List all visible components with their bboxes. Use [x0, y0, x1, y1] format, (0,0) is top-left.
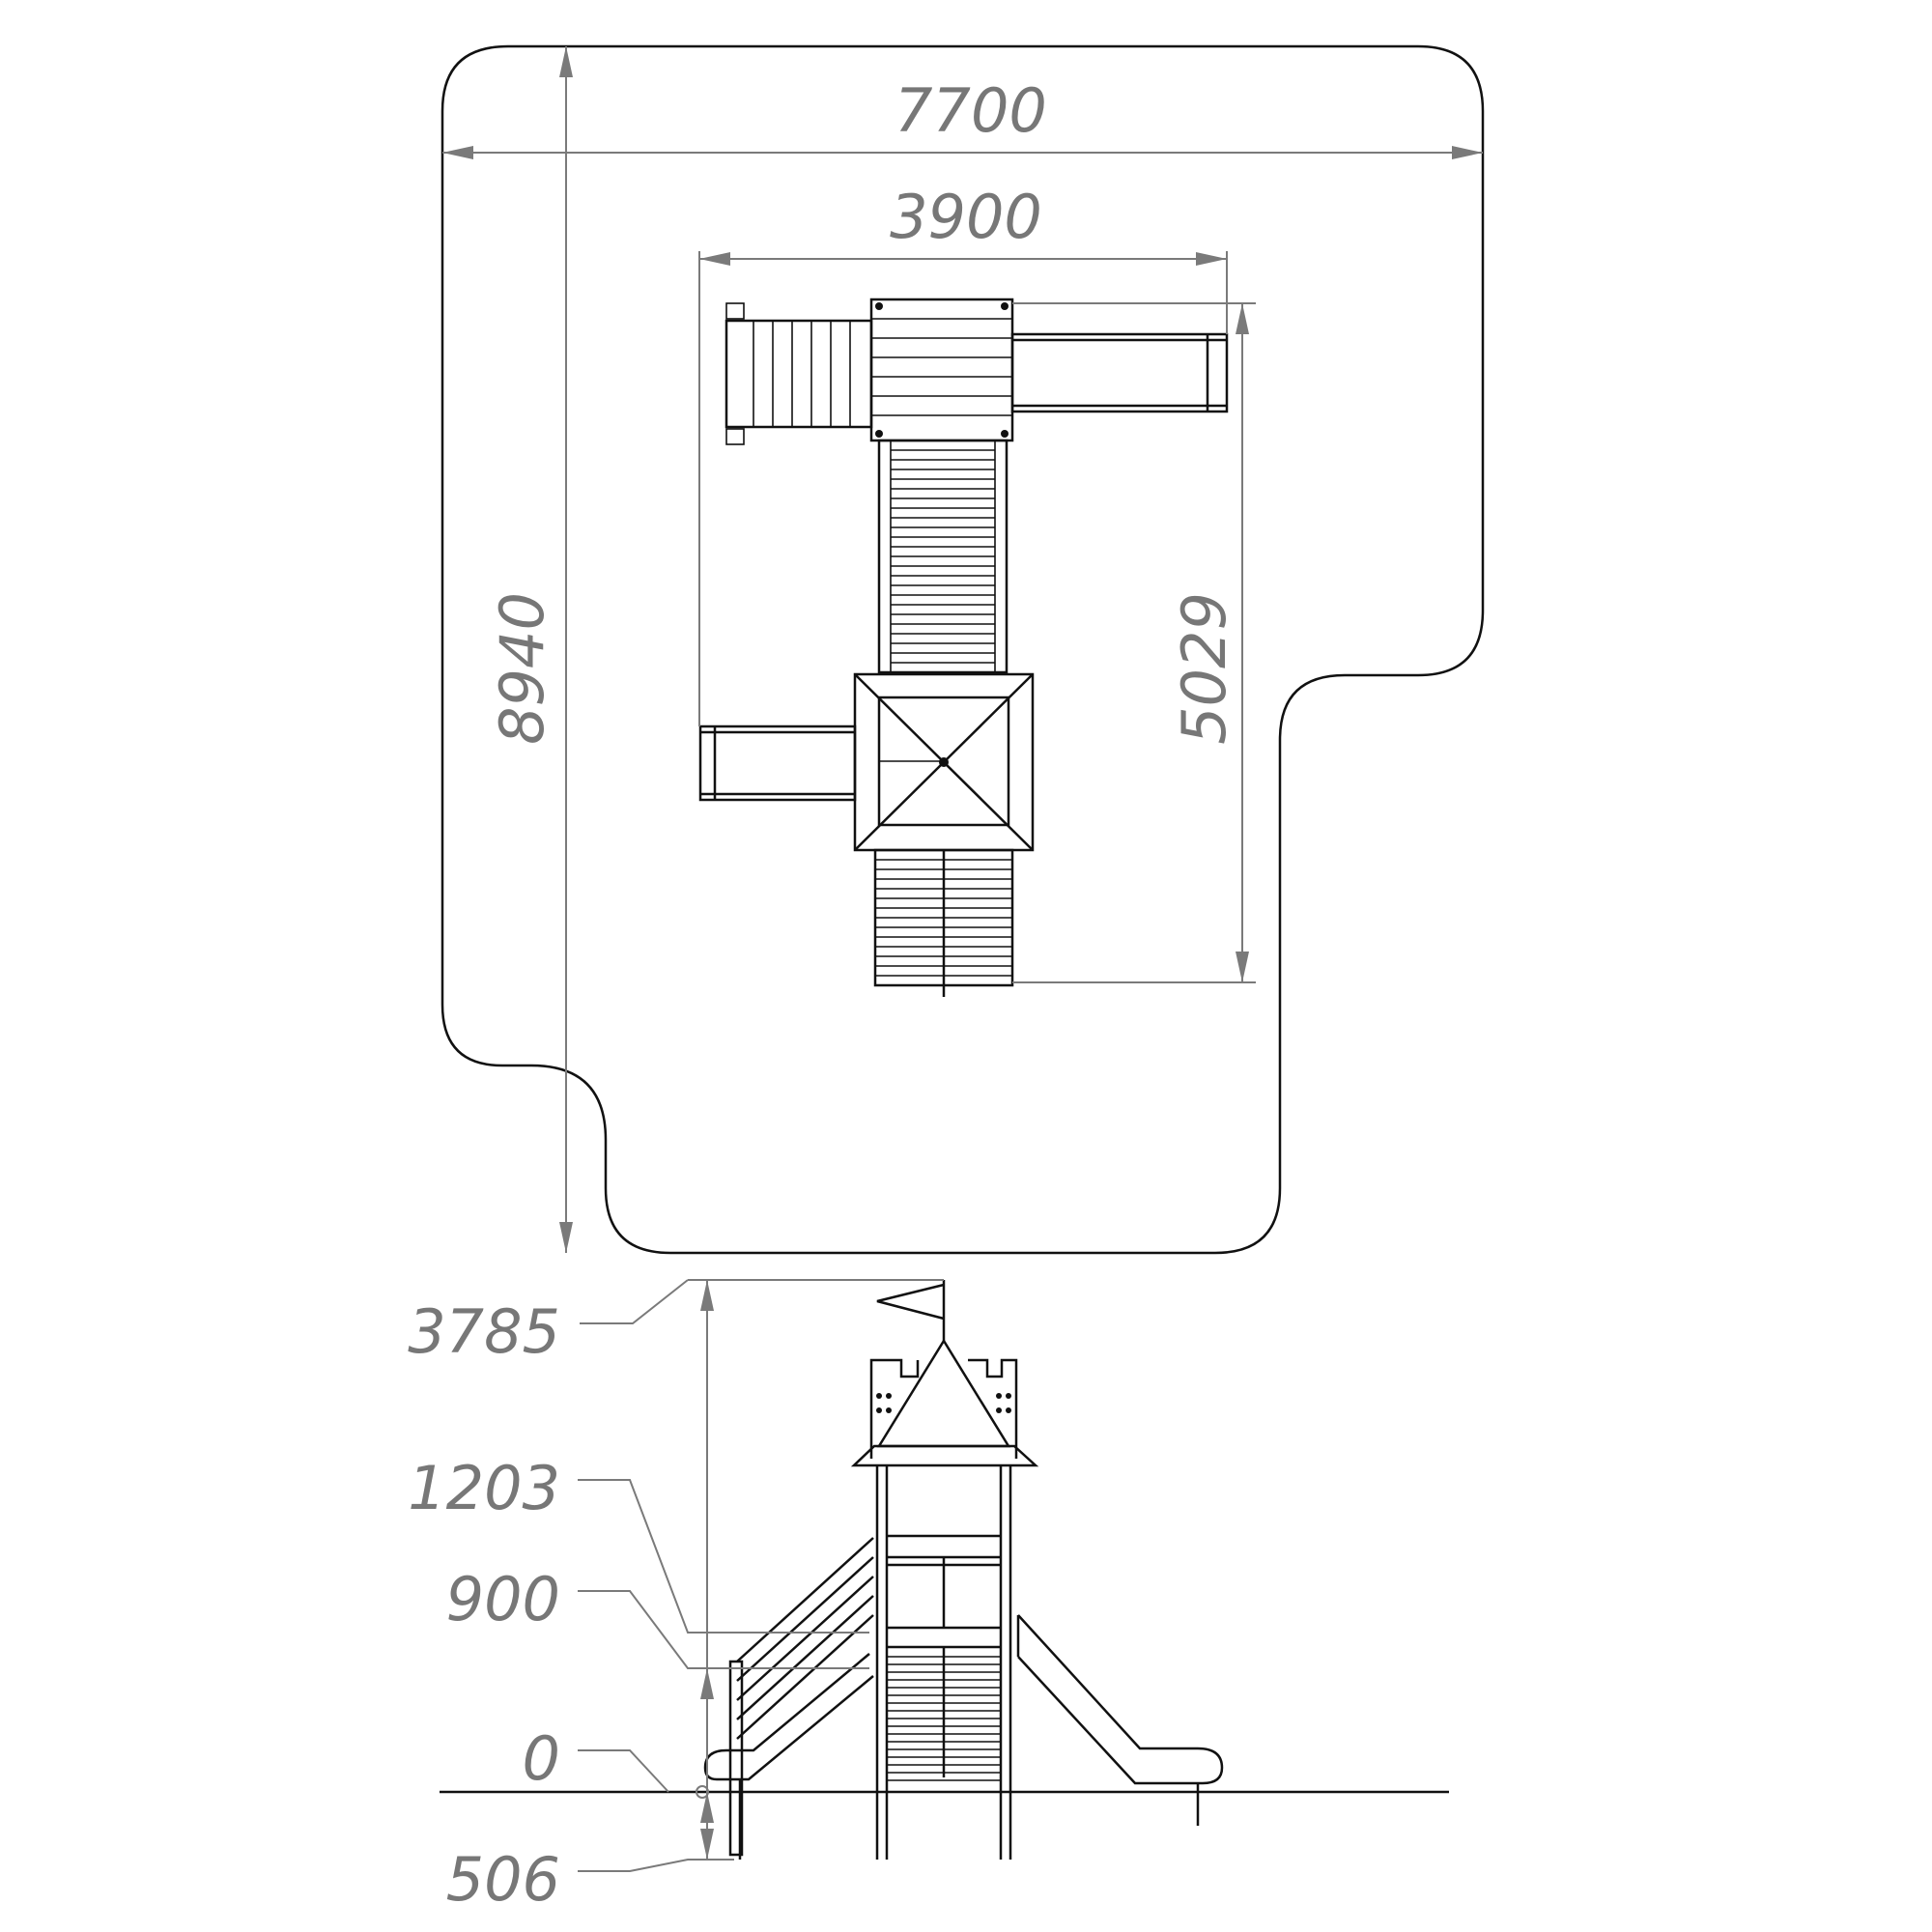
dim-text-1203: 1203 [408, 1453, 560, 1523]
dim-ground-zero: 0 [523, 1723, 709, 1799]
plan-slide-top-right [1010, 332, 1229, 413]
dim-overall-width: 7700 [442, 75, 1483, 159]
tower-battlements [869, 1358, 1018, 1459]
dim-text-3785: 3785 [408, 1296, 560, 1367]
dim-text-900: 900 [446, 1564, 560, 1634]
dim-overall-depth: 8940 [487, 46, 573, 1253]
dim-structure-depth: 5029 [1012, 302, 1256, 983]
dim-foundation-depth: 506 [446, 1792, 734, 1915]
left-slide [703, 1653, 874, 1860]
left-ladder-rail [728, 1537, 874, 1857]
tower-body [875, 1465, 1012, 1792]
dim-text-7700: 7700 [895, 75, 1047, 146]
dim-text-5029: 5029 [1169, 592, 1239, 745]
dim-platform-low: 900 [446, 1564, 869, 1792]
dim-text-506: 506 [446, 1844, 560, 1915]
flag [876, 1280, 946, 1343]
dim-text-8940: 8940 [487, 592, 557, 745]
plan-long-bridge [877, 439, 1009, 674]
right-slide [1016, 1614, 1224, 1826]
dim-total-height: 3785 [408, 1279, 944, 1792]
plan-upper-platform [869, 298, 1014, 442]
plan-tower-roof [853, 672, 1035, 852]
dim-text-3900: 3900 [890, 182, 1042, 252]
tower-cone-roof [850, 1338, 1039, 1467]
plan-slide-left [698, 724, 857, 802]
safety-zone-outline [440, 44, 1485, 1255]
dim-text-0: 0 [523, 1723, 560, 1794]
tower-legs [875, 1792, 1012, 1860]
plan-stairs-bottom [873, 848, 1014, 997]
dim-structure-width: 3900 [698, 182, 1228, 726]
plan-ladder-top-left [724, 302, 873, 445]
dim-platform-high: 1203 [408, 1453, 869, 1634]
plan-view: 7700 3900 8940 5029 [440, 44, 1485, 1255]
elevation-view: 3785 1203 900 0 506 [408, 1279, 1449, 1915]
